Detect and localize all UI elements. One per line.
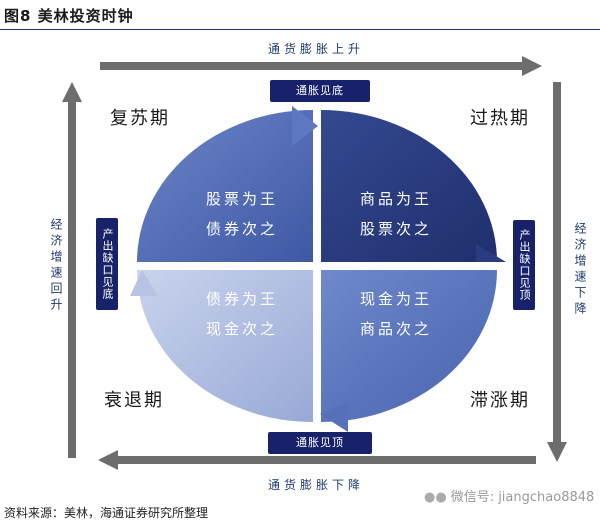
quadrant-sector-top-right <box>321 110 497 262</box>
watermark: ●●微信号: jiangchao8848 <box>424 486 594 505</box>
arrowhead-bottom-right <box>320 402 348 432</box>
arrowhead-top-right <box>476 244 506 262</box>
arrowhead-top-left <box>292 106 318 146</box>
arrow-growth-rising <box>62 82 82 458</box>
source-note: 资料来源：美林，海通证券研究所整理 <box>4 506 209 520</box>
quadrant-sector-top-left <box>137 110 313 262</box>
arrow-inflation-falling <box>98 450 536 470</box>
quadrant-text-line: 商品次之 <box>359 320 432 338</box>
axis-label-right: 经济增速下降 <box>573 222 587 318</box>
quadrant-sector-bottom-left <box>137 270 313 422</box>
figure-title: 图8 美林投资时钟 <box>4 7 134 25</box>
phase-stagflation: 滞涨期 <box>470 390 530 411</box>
box-output-gap-bottom: 产出缺口见底 <box>96 218 118 310</box>
phase-recovery: 复苏期 <box>110 108 170 129</box>
figure-title-bar: 图8 美林投资时钟 <box>0 0 600 30</box>
quadrant-text-bottom-left: 债券为王 现金次之 <box>182 284 302 344</box>
quadrant-text-bottom-right: 现金为王 商品次之 <box>336 284 456 344</box>
quadrant-text-line: 股票为王 <box>205 190 278 208</box>
quadrant-text-line: 现金次之 <box>205 320 278 338</box>
quadrant-text-top-right: 商品为王 股票次之 <box>336 184 456 244</box>
investment-clock-diagram <box>62 56 567 470</box>
watermark-text: 微信号: jiangchao8848 <box>450 490 595 505</box>
box-output-gap-peak: 产出缺口见顶 <box>513 220 535 310</box>
box-inflation-peak: 通胀见顶 <box>268 432 372 454</box>
arrow-inflation-rising <box>100 56 542 76</box>
quadrant-text-line: 商品为王 <box>359 190 432 208</box>
phase-overheat: 过热期 <box>470 108 530 129</box>
quadrant-text-top-left: 股票为王 债券次之 <box>182 184 302 244</box>
quadrant-sector-bottom-right <box>321 270 497 422</box>
box-inflation-bottom-out: 通胀见底 <box>270 80 370 102</box>
arrowhead-bottom-left <box>130 270 158 296</box>
arrow-growth-falling <box>547 82 567 462</box>
wechat-icon: ●● <box>424 490 447 505</box>
axis-label-top: 通货膨胀上升 <box>268 42 365 56</box>
quadrant-text-line: 债券为王 <box>205 290 278 308</box>
axis-label-bottom: 通货膨胀下降 <box>268 478 365 492</box>
quadrant-text-line: 股票次之 <box>359 220 432 238</box>
axis-label-left: 经济增速回升 <box>49 218 63 314</box>
quadrant-text-line: 债券次之 <box>205 220 278 238</box>
phase-recession: 衰退期 <box>104 390 164 411</box>
quadrant-text-line: 现金为王 <box>359 290 432 308</box>
